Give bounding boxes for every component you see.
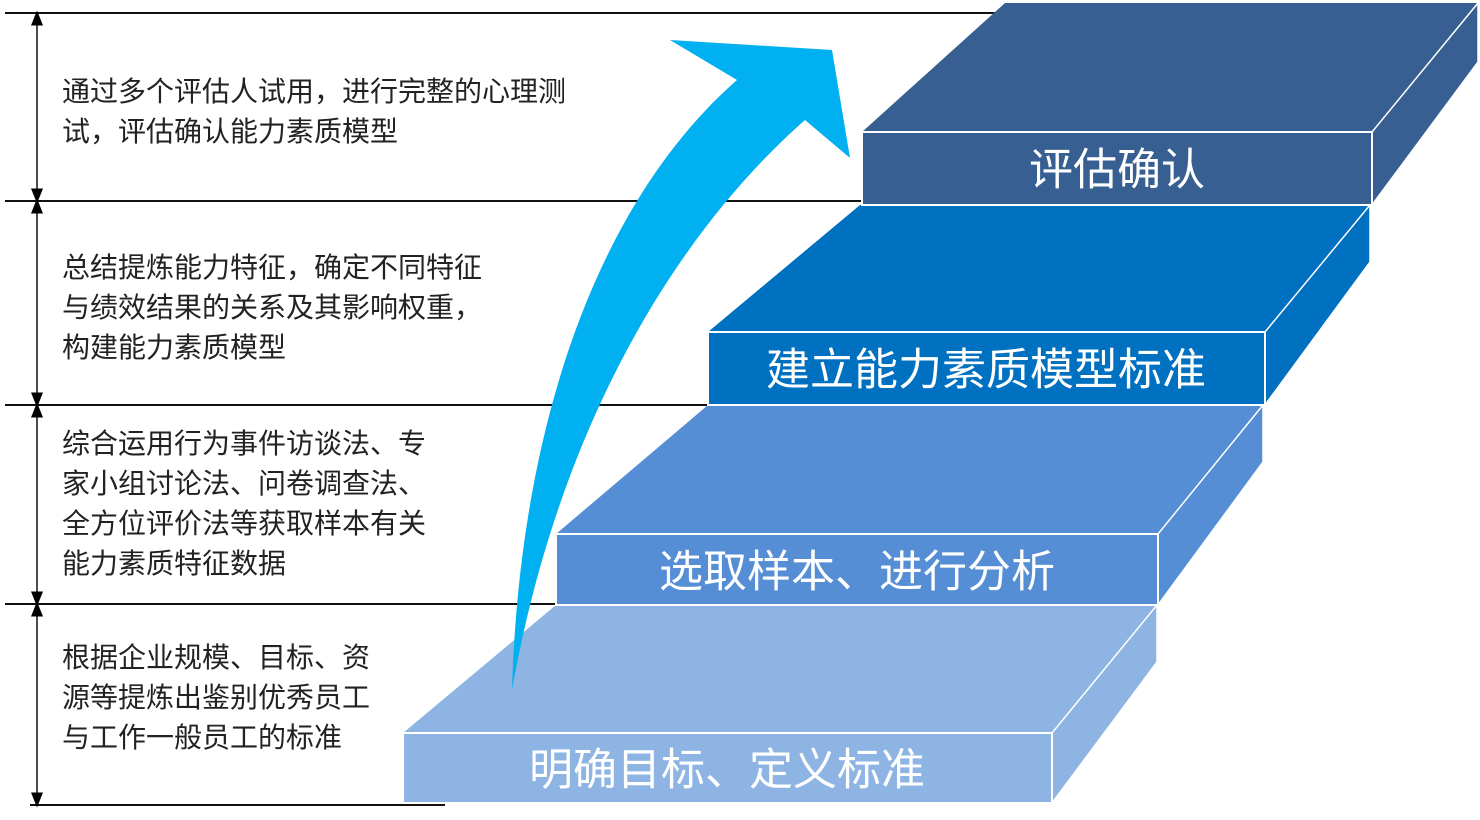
description-line: 能力素质特征数据 [62, 547, 287, 580]
step-1-description: 根据企业规模、目标、资 源等提炼出鉴别优秀员工 与工作一般员工的标准 [62, 638, 370, 758]
step-3-label: 建立能力素质模型标准 [766, 345, 1206, 396]
step-2-top [556, 405, 1263, 534]
description-line: 总结提炼能力特征，确定不同特征 [62, 251, 483, 284]
step-4: 评估确认 [861, 0, 1479, 208]
description-line: 家小组讨论法、问卷调查法、 [62, 467, 427, 500]
step-3-front [707, 331, 1266, 406]
step-2-front [555, 533, 1159, 606]
step-1-top [403, 605, 1157, 733]
description-line: 源等提炼出鉴别优秀员工 [62, 681, 371, 714]
step-2-label: 选取样本、进行分析 [659, 547, 1055, 598]
step-4-description: 通过多个评估人试用，进行完整的心理测 试，评估确认能力素质模型 [62, 72, 566, 152]
step-2: 选取样本、进行分析 [555, 402, 1264, 608]
curved-up-arrow-icon [512, 40, 850, 690]
description-line: 与工作一般员工的标准 [62, 721, 343, 754]
description-line: 与绩效结果的关系及其影响权重， [62, 291, 483, 324]
description-line: 构建能力素质模型 [62, 331, 287, 364]
step-4-front [861, 131, 1373, 206]
description-line: 试，评估确认能力素质模型 [62, 115, 399, 148]
step-3-top [708, 205, 1370, 332]
step-1-front [402, 732, 1053, 804]
step-1-label: 明确目标、定义标准 [529, 745, 925, 796]
description-line: 通过多个评估人试用，进行完整的心理测 [62, 75, 567, 108]
description-line: 全方位评价法等获取样本有关 [62, 507, 427, 540]
step-3-description: 总结提炼能力特征，确定不同特征 与绩效结果的关系及其影响权重， 构建能力素质模型 [62, 248, 482, 368]
step-2-description: 综合运用行为事件访谈法、专 家小组讨论法、问卷调查法、 全方位评价法等获取样本有… [62, 424, 426, 584]
step-3: 建立能力素质模型标准 [707, 202, 1371, 408]
step-1: 明确目标、定义标准 [402, 602, 1158, 806]
description-line: 根据企业规模、目标、资 [62, 641, 371, 674]
step-4-top [862, 3, 1478, 132]
description-line: 综合运用行为事件访谈法、专 [62, 427, 427, 460]
step-4-label: 评估确认 [1029, 145, 1205, 196]
